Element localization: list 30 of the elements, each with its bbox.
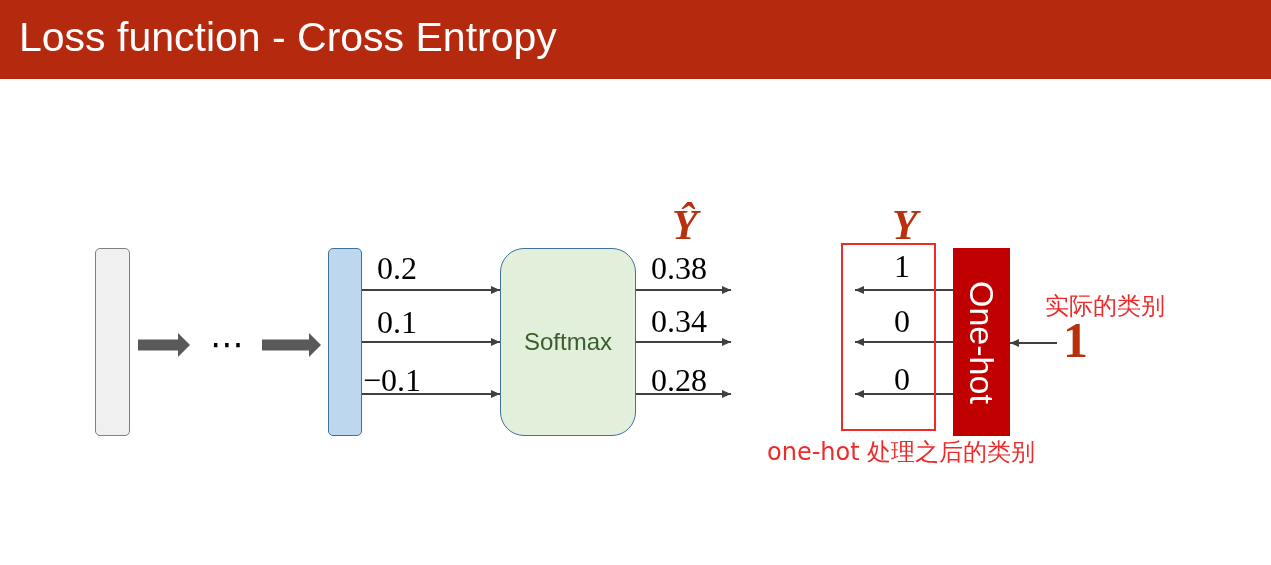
- slide-title: Loss function - Cross Entropy: [19, 17, 557, 58]
- edge-label: 0.28: [651, 369, 707, 393]
- encoder-box: One-hot: [953, 248, 1010, 436]
- arrow: [361, 286, 501, 294]
- annotation-text: 实际的类别: [1045, 294, 1165, 318]
- edge-label: 1: [894, 255, 910, 279]
- class-number: 1: [1063, 322, 1088, 360]
- layer-bar: [95, 248, 130, 436]
- softmax-box: Softmax: [500, 248, 636, 436]
- edge-label: 0.38: [651, 257, 707, 281]
- edge-label: −0.1: [363, 369, 422, 393]
- annotation-text: one-hot 处理之后的类别: [767, 440, 1036, 464]
- arrow: [635, 390, 732, 398]
- arrow: [361, 338, 501, 346]
- arrow: [635, 338, 732, 346]
- arrow: [635, 286, 732, 294]
- edge-label: 0.34: [651, 310, 707, 334]
- edge-label: 0: [894, 310, 910, 334]
- edge-label: 0.1: [377, 311, 417, 335]
- layer-bar: [328, 248, 362, 436]
- edge-label: 0: [894, 368, 910, 392]
- arrow: [854, 390, 954, 398]
- arrow: [1009, 339, 1058, 347]
- block-arrow: [262, 333, 321, 357]
- arrow: [854, 286, 954, 294]
- ellipsis: ⋯: [210, 327, 244, 361]
- arrow: [361, 390, 501, 398]
- edge-label: 0.2: [377, 257, 417, 281]
- block-arrow: [138, 333, 190, 357]
- arrow: [854, 338, 954, 346]
